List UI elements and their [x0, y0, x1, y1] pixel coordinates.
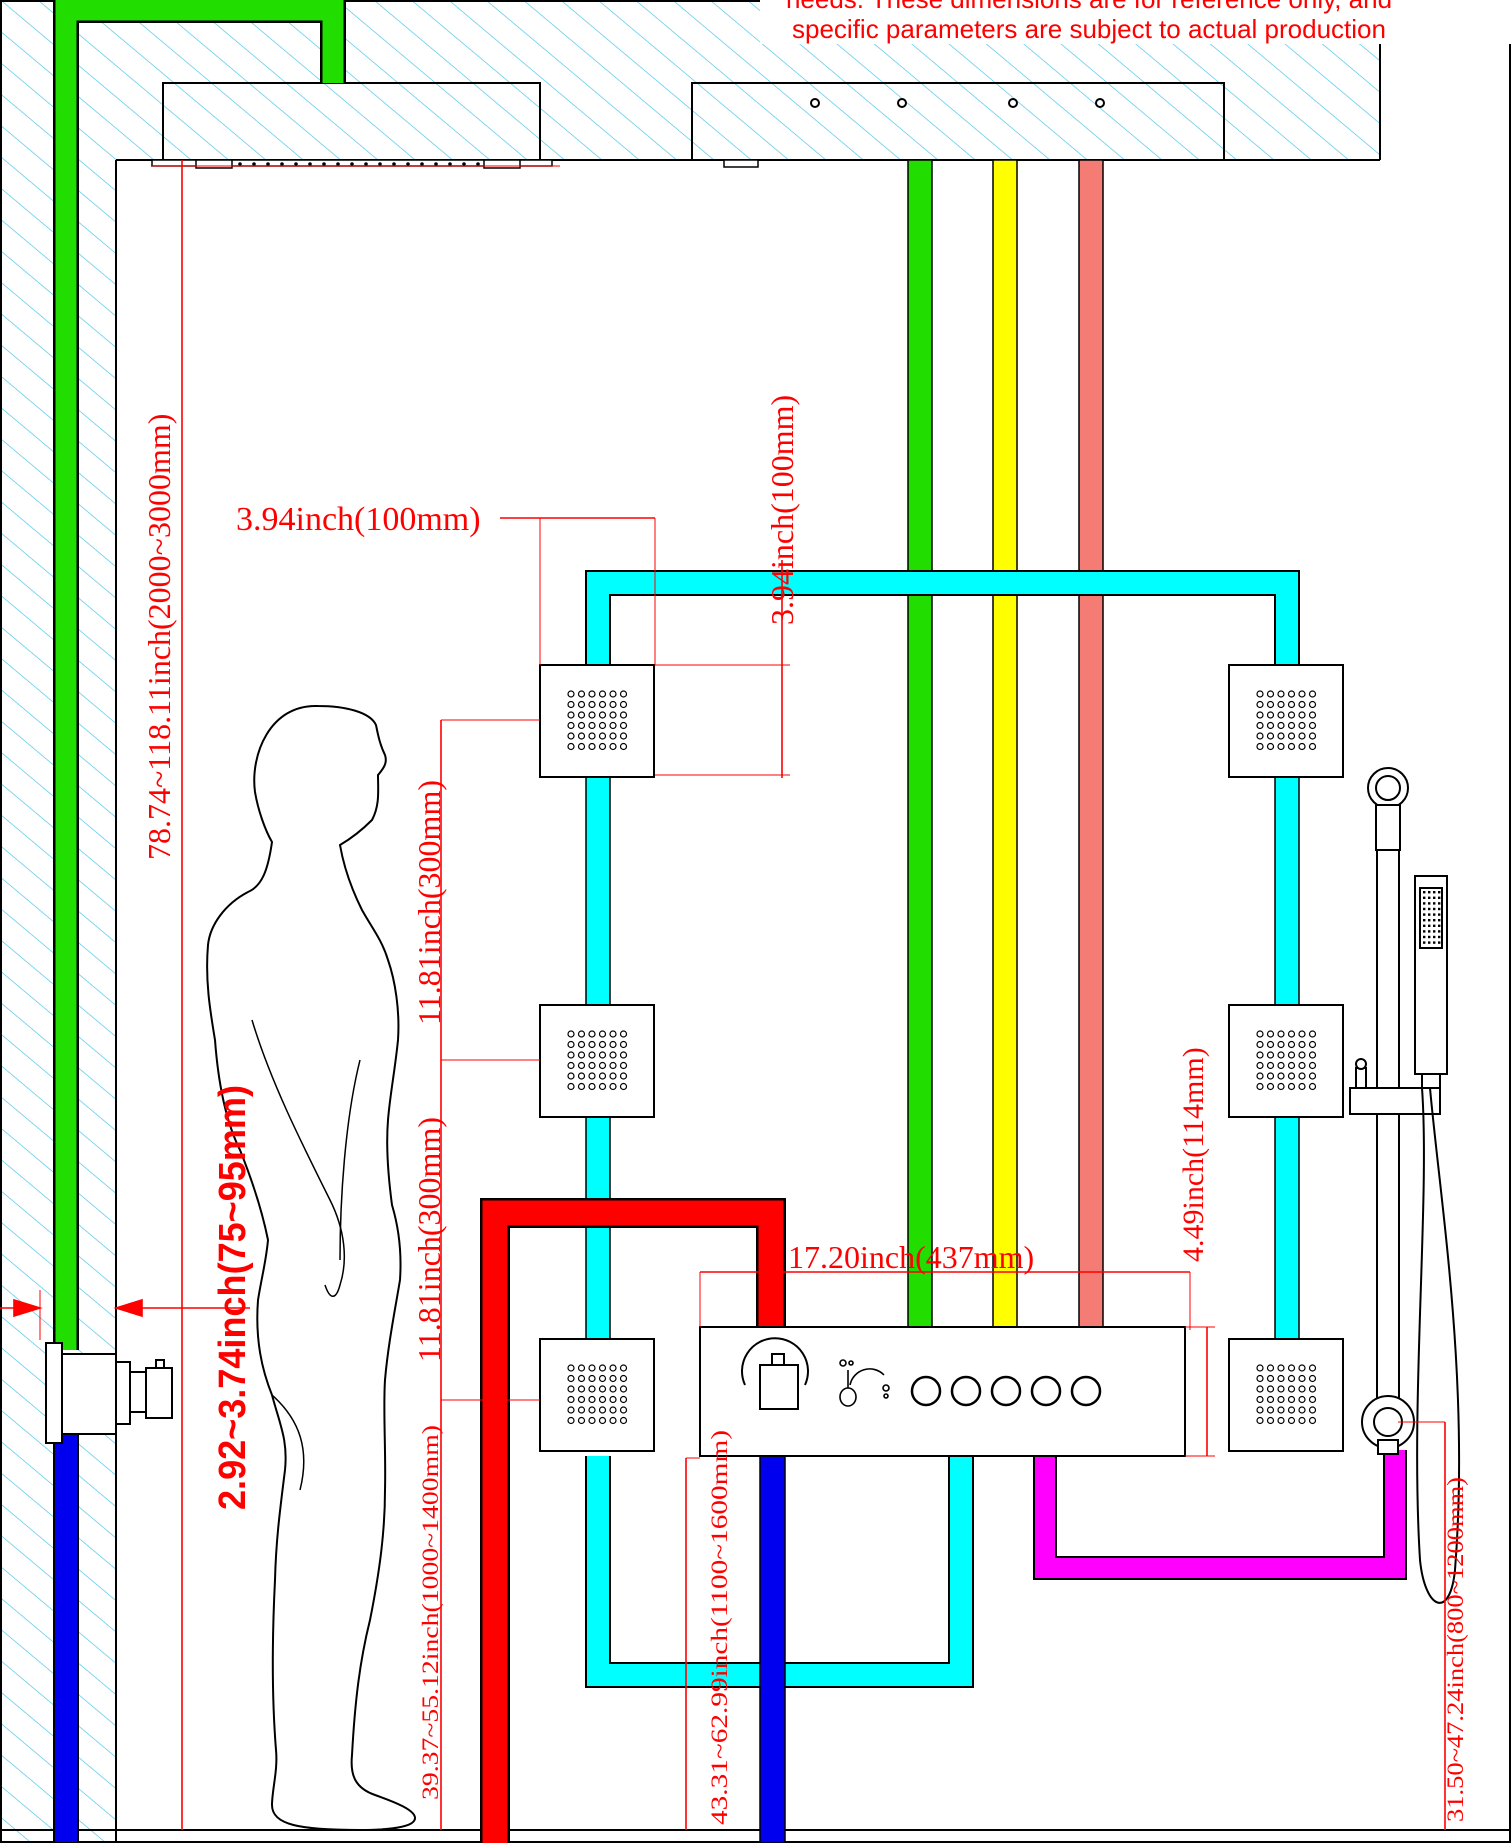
- blue-pipe-left: [53, 1431, 79, 1843]
- body-jet-icon: [1228, 1338, 1344, 1452]
- dim-panel-height-floor: 43.31~62.99inch(1100~1600mm): [707, 1430, 732, 1825]
- dim-wall-depth: 2.92~3.74inch(75~95mm): [212, 1085, 254, 1510]
- human-figure: [206, 704, 417, 1832]
- magenta-handshower-pipe: [1033, 1450, 1407, 1580]
- salmon-pipe: [1078, 159, 1104, 1328]
- dim-jet-height: 3.94inch(100mm): [764, 395, 800, 625]
- thermostatic-panel: [699, 1326, 1186, 1457]
- diverter-button-icon: [990, 1375, 1022, 1407]
- diverter-button-icon: [910, 1375, 942, 1407]
- hand-shower-icon: [1349, 767, 1461, 1604]
- thermostat-knob-icon: [741, 1337, 809, 1410]
- note-line-1: needs. These dimensions are for referenc…: [786, 0, 1392, 14]
- body-jet-icon: [539, 664, 655, 778]
- diverter-button-icon: [1070, 1375, 1102, 1407]
- dim-jet-spacing-upper: 11.81inch(300mm): [411, 780, 447, 1025]
- red-pipe: [480, 1198, 786, 1843]
- dim-total-height: 78.74~118.11inch(2000~3000mm): [141, 414, 177, 860]
- reference-note: needs. These dimensions are for referenc…: [760, 0, 1511, 44]
- blue-pipe-panel: [759, 1455, 786, 1843]
- wall-valve: [45, 1342, 173, 1444]
- body-jet-icon: [1228, 664, 1344, 778]
- note-line-2: specific parameters are subject to actua…: [792, 14, 1386, 44]
- dim-panel-height: 4.49inch(114mm): [1177, 1047, 1210, 1262]
- dim-handshower-outlet: 31.50~47.24inch(800~1200mm): [1443, 1477, 1468, 1822]
- dim-jet-width: 3.94inch(100mm): [236, 501, 481, 538]
- dim-lower-jet-height: 39.37~55.12inch(1000~1400mm): [418, 1425, 443, 1800]
- dim-panel-width: 17.20inch(437mm): [788, 1239, 1034, 1275]
- yellow-pipe: [992, 159, 1018, 1328]
- flow-indicator-icon: [839, 1359, 890, 1407]
- ceiling-junction-box: [691, 82, 1225, 168]
- dim-jet-spacing-lower: 11.81inch(300mm): [411, 1117, 447, 1362]
- body-jet-icon: [539, 1338, 655, 1452]
- dimension-lines: [0, 160, 1446, 1830]
- diverter-button-icon: [950, 1375, 982, 1407]
- body-jet-icon: [1228, 1004, 1344, 1118]
- dimension-labels: 78.74~118.11inch(2000~3000mm) 2.92~3.74i…: [141, 395, 1468, 1825]
- body-jet-icon: [539, 1004, 655, 1118]
- diverter-button-icon: [1030, 1375, 1062, 1407]
- green-pipe: [907, 159, 933, 1328]
